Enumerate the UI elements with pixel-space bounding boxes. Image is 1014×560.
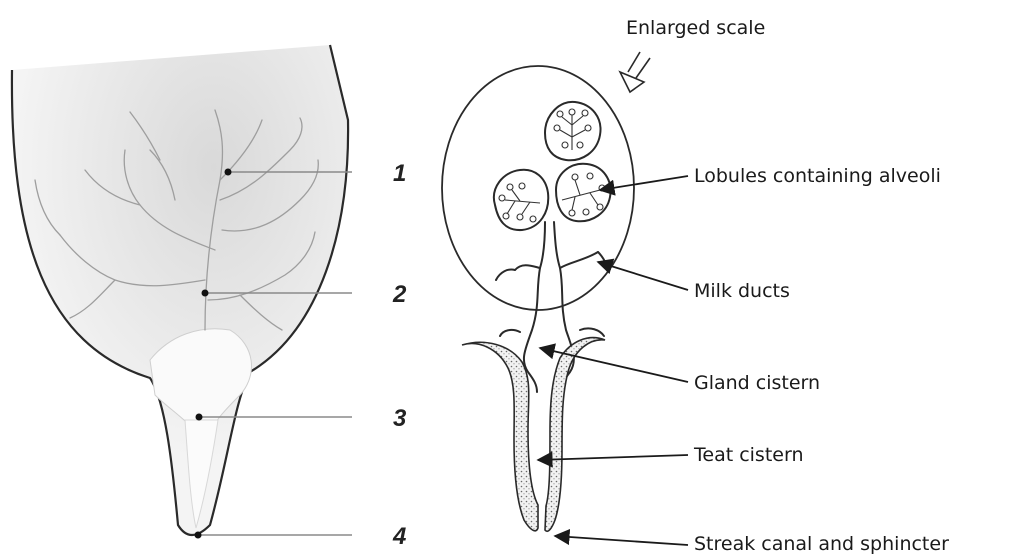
- enlarged-structure-figure: Enlarged scale: [442, 17, 949, 555]
- marker-number: 2: [392, 281, 407, 308]
- enlarged-scale-label: Enlarged scale: [626, 17, 765, 39]
- teat-cistern-label: Teat cistern: [693, 444, 803, 466]
- udder-outline: [12, 45, 348, 535]
- marker-number: 3: [393, 405, 407, 432]
- marker-number: 1: [393, 160, 406, 187]
- marker-number: 4: [392, 523, 406, 550]
- lobules: [494, 102, 611, 230]
- marker-4: 4: [195, 523, 407, 550]
- teat-wall: [545, 338, 605, 532]
- milk-ducts-arrow: [598, 262, 688, 290]
- streak-canal-label: Streak canal and sphincter: [694, 533, 949, 555]
- lobules-arrow: [600, 176, 688, 190]
- enlarged-scale-arrow: [620, 52, 650, 92]
- milk-ducts-label: Milk ducts: [694, 280, 790, 302]
- gland-cistern-label: Gland cistern: [694, 372, 820, 394]
- streak-canal-arrow: [555, 536, 688, 545]
- lobules-label: Lobules containing alveoli: [694, 165, 941, 187]
- udder-quarter-figure: 1 2 3 4: [12, 45, 407, 550]
